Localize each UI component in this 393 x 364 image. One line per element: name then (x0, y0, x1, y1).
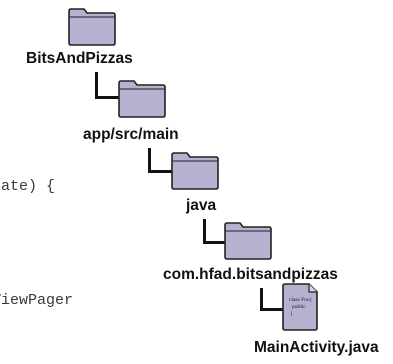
file-icon-text-3: } (290, 311, 293, 317)
tree-connector (95, 72, 120, 99)
folder-label-java: java (186, 197, 217, 214)
tree-connector (203, 219, 226, 244)
folder-label-app-src-main: app/src/main (83, 126, 179, 143)
folder-label-package: com.hfad.bitsandpizzas (163, 266, 338, 283)
tree-connector (260, 288, 283, 311)
file-label-mainactivity: MainActivity.java (254, 339, 379, 356)
folder-icon (171, 152, 219, 190)
file-icon-text-2: public (292, 304, 306, 310)
tree-connector (148, 148, 173, 173)
folder-icon (68, 8, 116, 46)
code-line-2: ViewPager (0, 292, 74, 309)
java-file-icon: class Foo{ public } (282, 283, 318, 331)
folder-icon (224, 222, 272, 260)
folder-icon (118, 80, 166, 118)
code-line-1: tate) { (0, 178, 56, 195)
file-icon-text-1: class Foo{ (289, 297, 313, 303)
folder-label-root: BitsAndPizzas (26, 50, 133, 67)
